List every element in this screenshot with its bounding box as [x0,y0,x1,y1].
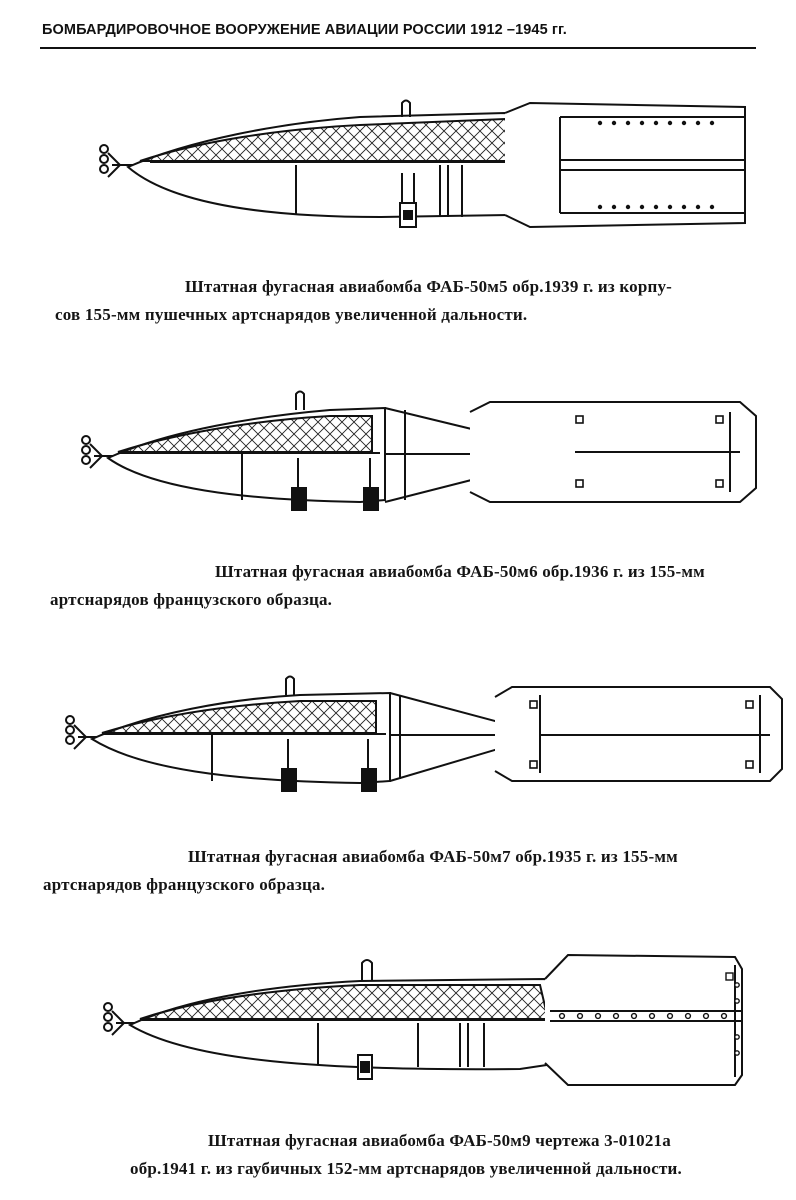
explosive-fill [101,700,377,734]
figure-fab-50m6: Штатная фугасная авиабомба ФАБ-50м6 обр.… [0,380,796,630]
caption-line-2: обр.1941 г. из гаубичных 152-мм артснаря… [130,1159,682,1178]
caption-line-1: Штатная фугасная авиабомба ФАБ-50м9 черт… [208,1131,671,1150]
caption-line-1: Штатная фугасная авиабомба ФАБ-50м7 обр.… [188,847,678,866]
caption-line-2: сов 155-мм пушечных артснарядов увеличен… [55,305,528,324]
figure-fab-50m9: Штатная фугасная авиабомба ФАБ-50м9 черт… [0,945,796,1200]
suspension-lug [361,959,373,981]
bomb-drawing-fab-50m7 [65,675,783,792]
nose-fuze [81,435,120,469]
tail-fin [504,101,746,229]
caption-line-1: Штатная фугасная авиабомба ФАБ-50м6 обр.… [215,562,705,581]
figure-fab-50m7: Штатная фугасная авиабомба ФАБ-50м7 обр.… [0,665,796,905]
caption-line-2: артснарядов французского образца. [43,875,326,894]
bomb-drawing-fab-50m9 [103,953,743,1086]
caption-fab-50m6: Штатная фугасная авиабомба ФАБ-50м6 обр.… [50,558,705,614]
bomb-drawing-fab-50m6 [81,390,757,511]
caption-fab-50m5: Штатная фугасная авиабомба ФАБ-50м5 обр.… [55,273,673,329]
caption-fab-50m9: Штатная фугасная авиабомба ФАБ-50м9 черт… [130,1127,682,1183]
caption-line-2: артснарядов французского образца. [50,590,333,609]
running-title: БОМБАРДИРОВОЧНОЕ ВООРУЖЕНИЕ АВИАЦИИ РОСС… [42,22,567,38]
explosive-fill [139,117,522,162]
caption-line-1: Штатная фугасная авиабомба ФАБ-50м5 обр.… [185,277,673,296]
suspension-lug [401,99,411,117]
suspension-lug [295,390,305,410]
suspension-plate [281,768,297,792]
nose-fuze [65,715,100,750]
explosive-fill [139,984,550,1020]
suspension-lug [285,675,295,695]
suspension-plate [291,487,307,511]
figure-fab-50m5: Штатная фугасная авиабомба ФАБ-50м5 обр.… [0,95,796,355]
bomb-drawing-fab-50m5 [99,99,746,229]
header-rule [40,47,756,49]
caption-fab-50m7: Штатная фугасная авиабомба ФАБ-50м7 обр.… [43,843,678,899]
nose-fuze [103,1002,140,1036]
explosive-fill [117,415,373,453]
